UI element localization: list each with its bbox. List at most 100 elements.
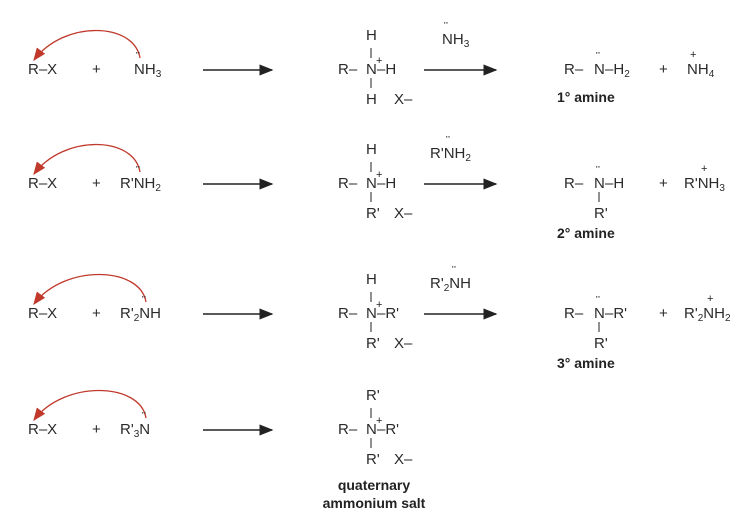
nucleophile-sub: 3	[155, 69, 162, 80]
plus-sign: +	[92, 422, 101, 437]
byproduct-post: H	[708, 175, 720, 192]
salt-anion: X–	[394, 336, 412, 351]
salt-anion: X–	[394, 206, 412, 221]
reagent-post: H	[454, 145, 466, 162]
product-plus-sign-plus: +	[659, 305, 668, 322]
reactant-rx-text: R–X	[28, 175, 58, 192]
plus-sign-text: +	[92, 305, 101, 322]
nucleophile: R'2NH	[120, 306, 161, 324]
salt-top-top: H	[366, 271, 377, 288]
amine-class-label: 3° amine	[557, 355, 615, 371]
product-right-right: –H	[605, 175, 625, 192]
reagent-atom: N	[442, 31, 453, 48]
salt-right-right: –H	[377, 175, 397, 192]
plus-sign: +	[92, 306, 101, 321]
reagent-atom: N	[443, 145, 455, 162]
salt-bottom-bottom: R'	[366, 335, 380, 352]
product-bottom: R'	[594, 336, 608, 351]
nucleophile-presub: 2	[133, 313, 140, 324]
salt-left: R–	[338, 176, 357, 191]
byproduct-sub: 3	[719, 183, 725, 194]
salt-right: –H	[377, 62, 396, 77]
reactant-rx-text: R–X	[28, 305, 58, 322]
salt-n: N	[366, 62, 377, 77]
nucleophile-presub: 3	[133, 429, 140, 440]
salt-right: –R'	[377, 306, 399, 321]
byproduct-post: H	[714, 305, 725, 322]
byproduct-presub: 2	[697, 313, 704, 324]
product-lone-pair: ¨	[596, 165, 600, 177]
nucleophile: R'NH2	[120, 176, 161, 194]
reactant-rx: R–X	[28, 306, 57, 321]
salt-bottom: R'	[366, 336, 380, 351]
salt-top-top: H	[366, 141, 377, 158]
nucleophile-pre: R'	[120, 175, 134, 192]
salt-right-right: –R'	[377, 421, 400, 438]
plus-sign: +	[92, 176, 101, 191]
byproduct-pre: R'	[684, 175, 698, 192]
lone-pair-dots: ¨	[136, 165, 140, 177]
nucleophile-post: H	[150, 305, 161, 322]
salt-anion: X–	[394, 452, 412, 467]
amine-class-label: 1° amine	[557, 89, 615, 105]
plus-sign: +	[92, 62, 101, 77]
lone-pair-dots: ¨	[142, 411, 146, 423]
byproduct: R'NH3	[684, 176, 725, 194]
reagent: R'2NH	[430, 276, 471, 294]
plus-sign-text: +	[92, 61, 101, 78]
salt-left-left: R–	[338, 175, 358, 192]
product-bottom-bottom: R'	[594, 205, 608, 222]
plus-sign-text: +	[92, 421, 101, 438]
product-n-atom: N	[594, 61, 605, 78]
reagent-pre: R'	[430, 145, 444, 162]
nucleophile: NH3	[134, 62, 161, 80]
nucleophile-sub: 2	[155, 183, 161, 194]
byproduct: NH4	[687, 62, 714, 80]
salt-anion-anion: X–	[394, 451, 413, 468]
reagent-presub: 2	[443, 283, 450, 294]
nucleophile-pre: R'	[120, 305, 134, 322]
product-plus-sign: +	[659, 306, 668, 321]
salt-top: R'	[366, 388, 380, 403]
curved-arrow-nucleophilic-attack	[33, 30, 141, 62]
product-bottom-bottom: R'	[594, 335, 608, 352]
salt-plus-charge: +	[376, 55, 383, 67]
reactant-rx-text: R–X	[28, 421, 58, 438]
salt-plus-charge: +	[376, 299, 383, 311]
salt-bottom: R'	[366, 452, 380, 467]
salt-n-atom: N	[366, 175, 377, 192]
product-left: R–	[564, 306, 583, 321]
byproduct-plus-charge: +	[690, 49, 697, 61]
nucleophile-atom: N	[139, 305, 151, 322]
product-lone-pair: ¨	[596, 295, 600, 307]
product-lone-pair: ¨	[596, 51, 600, 63]
product-left: R–	[564, 176, 583, 191]
salt-left: R–	[338, 306, 357, 321]
product-left-left: R–	[564, 175, 584, 192]
salt-bottom-bottom: H	[366, 91, 377, 108]
lone-pair-dots: ¨	[142, 295, 146, 307]
product-right: –H	[605, 176, 624, 191]
lone-pair-dots: ¨	[136, 51, 140, 63]
product-n-atom: N	[594, 175, 605, 192]
nucleophile-atom: N	[139, 421, 151, 438]
salt-left-left: R–	[338, 421, 358, 438]
salt-n-atom: N	[366, 421, 377, 438]
nucleophile-post: H	[144, 61, 156, 78]
nucleophile-atom: N	[133, 175, 145, 192]
byproduct-pre: R'	[684, 305, 698, 322]
product-left-left: R–	[564, 305, 584, 322]
salt-anion-anion: X–	[394, 205, 413, 222]
product-plus-sign: +	[659, 62, 668, 77]
reactant-rx: R–X	[28, 62, 57, 77]
curved-arrow-nucleophilic-attack	[33, 390, 147, 422]
salt-anion-anion: X–	[394, 91, 413, 108]
amine-class-label: 2° amine	[557, 225, 615, 241]
product-n: N	[594, 62, 605, 77]
salt-n-atom: N	[366, 305, 377, 322]
salt-n: N	[366, 422, 377, 437]
product-plus-sign-plus: +	[659, 175, 668, 192]
salt-plus-charge: +	[376, 415, 383, 427]
product-n: N	[594, 176, 605, 191]
